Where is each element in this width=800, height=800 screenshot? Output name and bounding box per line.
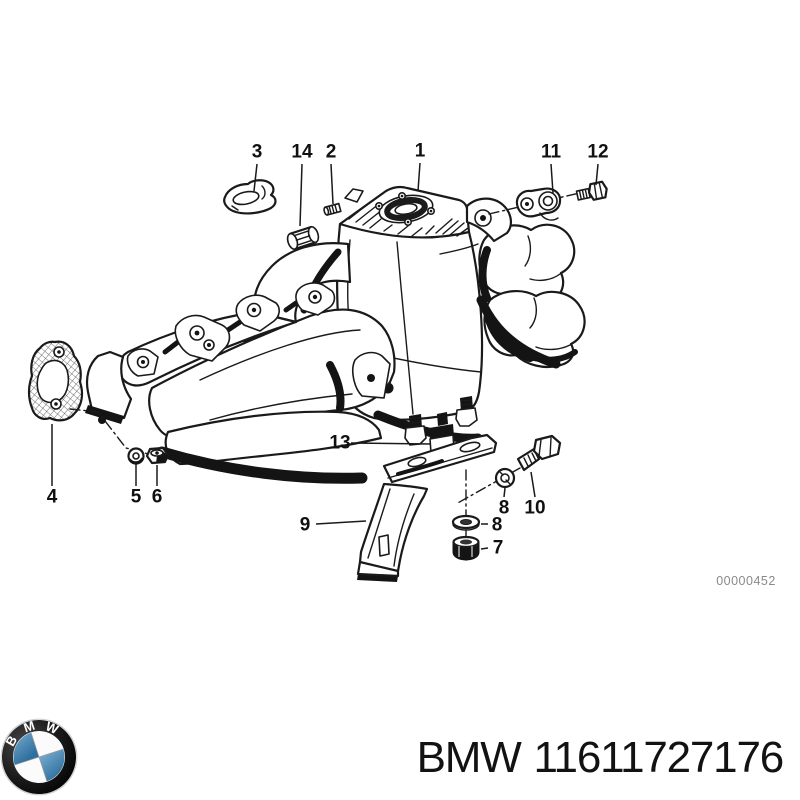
callout-label-6: 6 [152, 487, 163, 508]
part-nut [452, 535, 480, 561]
callout-leader-14 [299, 163, 303, 227]
callout-label-8: 8 [499, 498, 510, 519]
callout-label-11: 11 [541, 142, 562, 163]
callout-leader-13 [350, 442, 432, 445]
part-bolt-small [575, 180, 608, 201]
callout-label-13: 13 [329, 433, 350, 454]
callout-leader-7 [480, 547, 489, 550]
callout-leader-9 [315, 520, 367, 525]
logo-quadrants [13, 732, 65, 782]
manifold-flange-ears [126, 282, 336, 377]
callout-label-4: 4 [47, 487, 58, 508]
part-runner-lobes [478, 223, 586, 369]
manifold-flange-foot [85, 350, 133, 424]
callout-leader-12 [595, 163, 599, 186]
part-bolt [516, 434, 562, 472]
part-lock-washer [494, 467, 516, 489]
callout-label-3: 3 [252, 142, 263, 163]
brand-word: BMW [417, 733, 523, 782]
callout-label-12: 12 [587, 142, 608, 163]
watermark-text: 00000452 [716, 574, 776, 588]
part-gasket [27, 340, 84, 422]
part-bushing [286, 225, 320, 251]
callout-label-8: 8 [492, 515, 503, 536]
callout-leader-3 [253, 163, 258, 192]
callout-leader-2 [330, 163, 334, 205]
part-nut-small [145, 446, 170, 465]
part-number: 11611727176 [534, 733, 783, 782]
throttle-flange [378, 194, 434, 224]
logo-letter-M: M [22, 718, 37, 736]
callout-label-14: 14 [291, 142, 313, 163]
callout-label-10: 10 [524, 498, 545, 519]
callout-label-5: 5 [131, 487, 142, 508]
manifold-studs [404, 396, 478, 446]
callout-leader-1 [417, 162, 421, 192]
part-bracket [356, 433, 498, 582]
part-stud [323, 202, 342, 216]
callout-leader-11 [550, 163, 554, 194]
part-clamp [515, 187, 562, 221]
part-cap [223, 179, 277, 215]
callout-label-2: 2 [326, 142, 337, 163]
part-washer-small [127, 447, 145, 465]
part-flat-washer [451, 514, 481, 531]
callout-label-1: 1 [415, 141, 426, 162]
callout-leader-10 [530, 471, 536, 498]
callout-leader-8 [503, 487, 506, 498]
callout-label-9: 9 [300, 515, 311, 536]
callout-label-7: 7 [493, 538, 504, 559]
part-runner-lower [156, 410, 383, 484]
